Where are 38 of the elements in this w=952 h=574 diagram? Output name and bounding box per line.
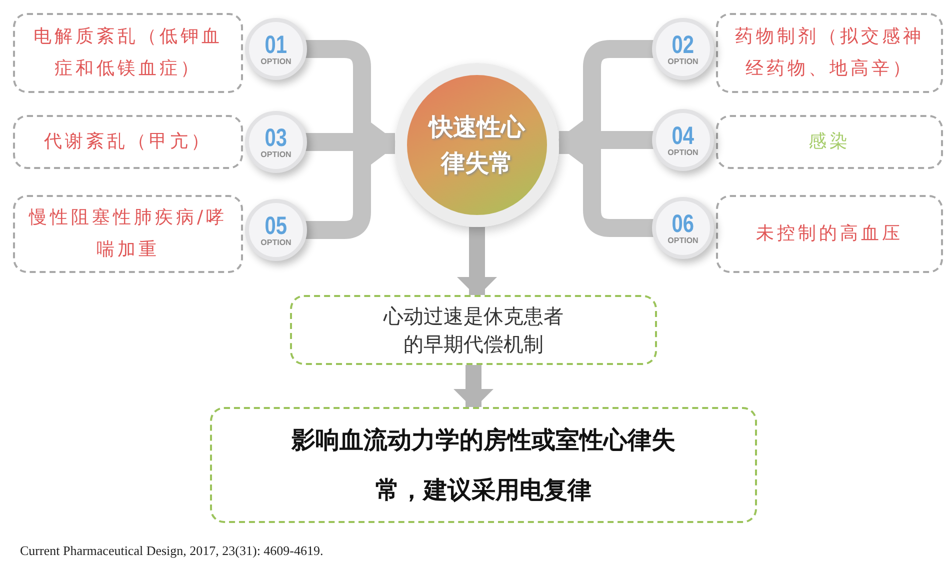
option-badge xyxy=(245,199,307,261)
option-badge xyxy=(245,18,307,80)
badge-number: 03 xyxy=(264,126,288,150)
badge-label: OPTION xyxy=(668,148,698,156)
option-badge xyxy=(652,109,714,171)
badge-label: OPTION xyxy=(260,150,292,158)
badge-number: 05 xyxy=(264,214,288,238)
badge-number: 01 xyxy=(264,32,288,56)
recommendation-text: 影响血流动力学的房性或室性心律失常，建议采用电复律 xyxy=(290,425,676,506)
badge-label: OPTION xyxy=(260,238,292,246)
cause-text: 代谢紊乱（甲亢） xyxy=(44,130,212,154)
cause-text: 电解质紊乱（低钾血症和低镁血症） xyxy=(32,25,224,81)
cause-box xyxy=(716,115,943,169)
cause-box xyxy=(13,115,243,169)
cause-box xyxy=(13,13,243,93)
cause-text: 药物制剂（拟交感神经药物、地高辛） xyxy=(734,25,925,81)
arrow xyxy=(454,365,494,409)
badge-number: 06 xyxy=(672,212,694,236)
cause-box xyxy=(716,195,943,273)
note-box xyxy=(290,295,657,365)
recommendation-box xyxy=(210,407,757,523)
badge-label: OPTION xyxy=(668,56,698,66)
center-text: 快速性心律失常 xyxy=(429,112,525,179)
option-badge xyxy=(245,111,307,173)
cause-box xyxy=(716,13,943,93)
badge-number: 04 xyxy=(672,124,694,148)
badge-label: OPTION xyxy=(668,236,698,244)
cause-box xyxy=(13,195,243,273)
citation: Current Pharmaceutical Design, 2017, 23(31): 4609-4619. xyxy=(20,543,324,559)
note-text: 心动过速是休克患者的早期代偿机制 xyxy=(382,303,564,358)
option-badge xyxy=(652,18,714,80)
cause-text: 慢性阻塞性肺疾病/哮喘加重 xyxy=(28,206,228,262)
cause-text: 感染 xyxy=(808,130,850,154)
badge-number: 02 xyxy=(672,32,694,56)
arrow xyxy=(457,227,497,297)
badge-label: OPTION xyxy=(260,56,292,66)
cause-text: 未控制的高血压 xyxy=(756,222,903,246)
option-badge xyxy=(652,197,714,259)
